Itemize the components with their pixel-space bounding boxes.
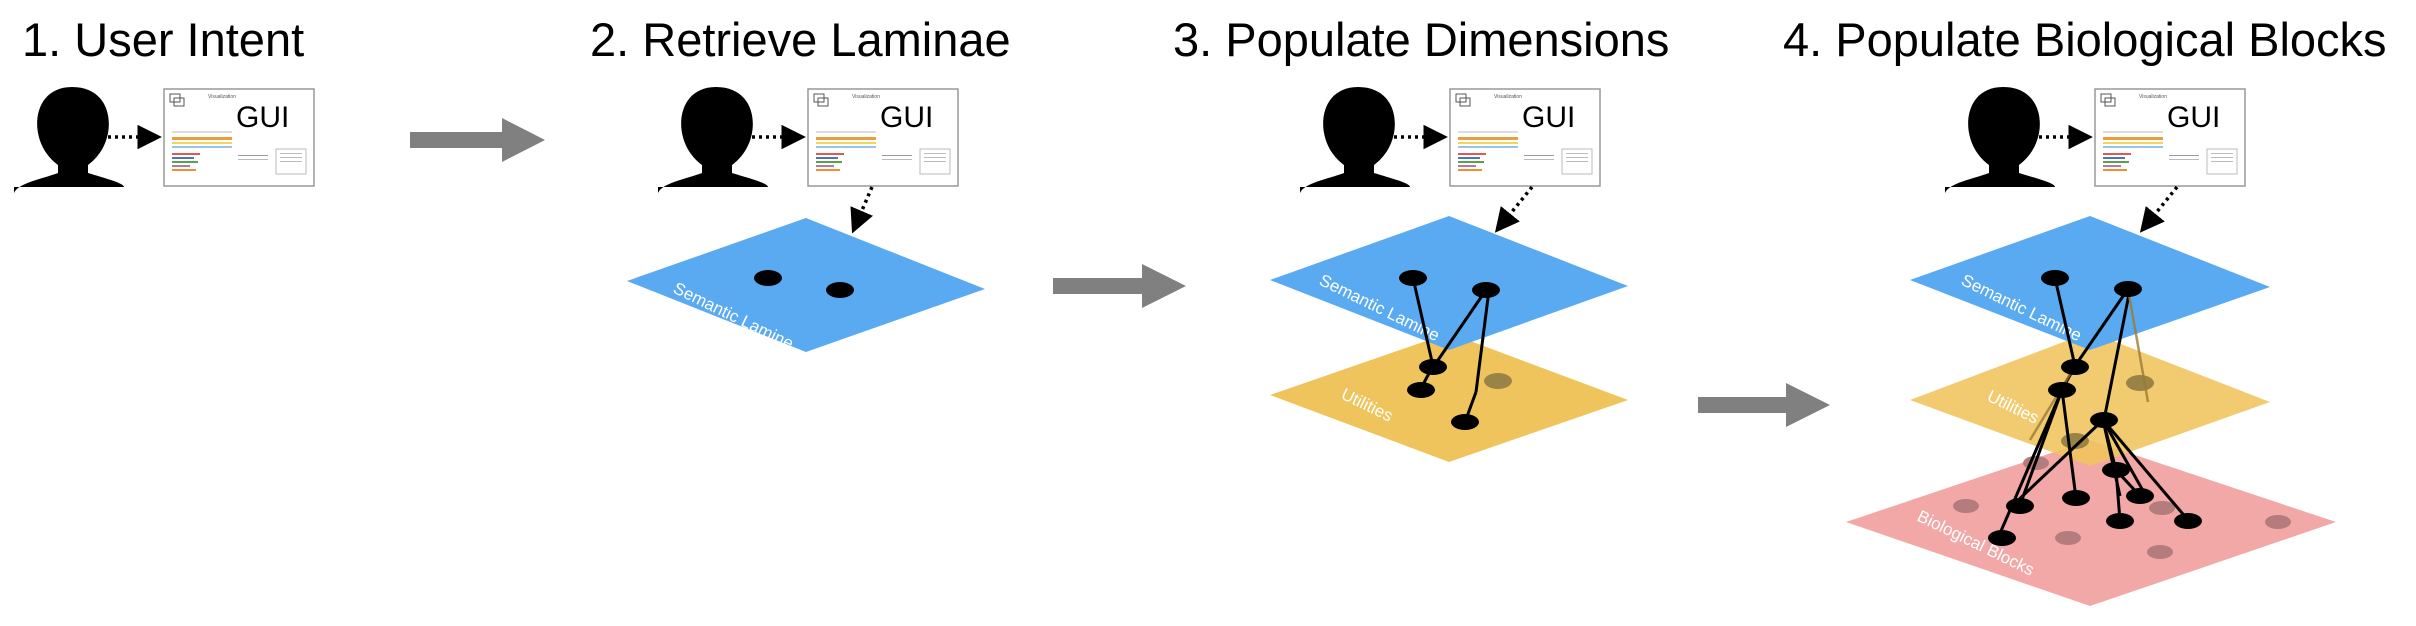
node <box>2041 270 2069 286</box>
user-silhouette-icon <box>1300 87 1410 193</box>
utilities-layer <box>1270 333 1628 462</box>
user-gui-group: Visualization GUI <box>14 87 315 193</box>
svg-text:GUI: GUI <box>2167 101 2220 134</box>
node <box>2174 513 2202 529</box>
utilities-layer <box>1910 332 2270 466</box>
connection <box>1474 289 1491 393</box>
user-silhouette-icon <box>1945 87 2055 193</box>
node <box>2147 545 2173 559</box>
node <box>1407 382 1435 398</box>
user-gui-group: Visualization GUI <box>658 87 959 234</box>
node <box>1451 414 1479 430</box>
node <box>2006 498 2034 514</box>
connection <box>2101 419 2118 471</box>
node <box>2106 513 2134 529</box>
node <box>1988 530 2016 546</box>
process-arrow-icon <box>1053 264 1186 308</box>
connection <box>2126 288 2150 403</box>
node <box>2048 382 2076 398</box>
step-4-biological-blocks: Biological Blocks Utilities Semantic Lam… <box>1846 216 2336 606</box>
semantic-layer <box>1270 216 1628 350</box>
connection <box>1411 277 1435 367</box>
node <box>826 282 854 298</box>
connection <box>1996 389 2064 539</box>
connection <box>2073 288 2130 367</box>
gui-window-icon: Visualization GUI <box>1449 88 1601 187</box>
dotted-arrow-icon <box>1494 185 1534 233</box>
connection <box>2028 365 2077 441</box>
step-2-laminae: Semantic Lamine <box>627 218 985 353</box>
node <box>1472 282 1500 298</box>
svg-text:Visualization: Visualization <box>2139 94 2167 100</box>
dotted-arrow-icon <box>850 186 874 234</box>
process-arrow-icon <box>410 118 545 162</box>
user-silhouette-icon <box>658 87 768 193</box>
gui-window-icon: Visualization GUI <box>163 88 315 187</box>
step-1-title: 1. User Intent <box>22 13 304 66</box>
node <box>2265 515 2291 529</box>
node <box>2114 281 2142 297</box>
connection <box>2053 277 2077 367</box>
svg-text:Visualization: Visualization <box>852 94 880 100</box>
connection <box>2101 419 2190 521</box>
biological-layer <box>1846 440 2336 606</box>
node <box>2149 501 2175 515</box>
node <box>1484 373 1512 389</box>
connection <box>2010 418 2105 508</box>
node <box>2055 531 2081 545</box>
node <box>2126 375 2154 391</box>
node <box>1419 359 1447 375</box>
connection <box>2114 469 2122 522</box>
step-4-title: 4. Populate Biological Blocks <box>1783 13 2387 66</box>
connection <box>2060 389 2078 499</box>
process-arrow-icon <box>1698 383 1830 427</box>
svg-text:GUI: GUI <box>880 101 933 134</box>
gui-window-icon: Visualization GUI <box>2094 88 2246 187</box>
node <box>754 270 782 286</box>
connection <box>2101 419 2148 497</box>
node <box>2090 412 2118 428</box>
node <box>2061 359 2089 375</box>
dotted-arrow-icon <box>2139 185 2179 233</box>
node <box>2102 462 2130 478</box>
connection <box>2102 288 2132 421</box>
svg-text:GUI: GUI <box>1522 101 1575 134</box>
step-3-title: 3. Populate Dimensions <box>1173 13 1669 66</box>
user-gui-group: Visualization GUI <box>1945 87 2246 233</box>
gui-window-icon: Visualization GUI <box>807 88 959 187</box>
step-3-dimensions: Utilities Semantic Lamine <box>1270 216 1628 462</box>
connection <box>1432 289 1488 367</box>
semantic-layer <box>1910 216 2270 350</box>
user-gui-group: Visualization GUI <box>1300 87 1601 233</box>
user-silhouette-icon <box>14 87 124 193</box>
svg-text:Visualization: Visualization <box>1494 94 1522 100</box>
node <box>2126 488 2154 504</box>
node <box>1399 270 1427 286</box>
node <box>1953 499 1979 513</box>
node <box>2062 490 2090 506</box>
step-2-title: 2. Retrieve Laminae <box>590 13 1011 66</box>
svg-text:Visualization: Visualization <box>208 94 236 100</box>
semantic-layer <box>627 218 985 352</box>
svg-text:GUI: GUI <box>236 101 289 134</box>
